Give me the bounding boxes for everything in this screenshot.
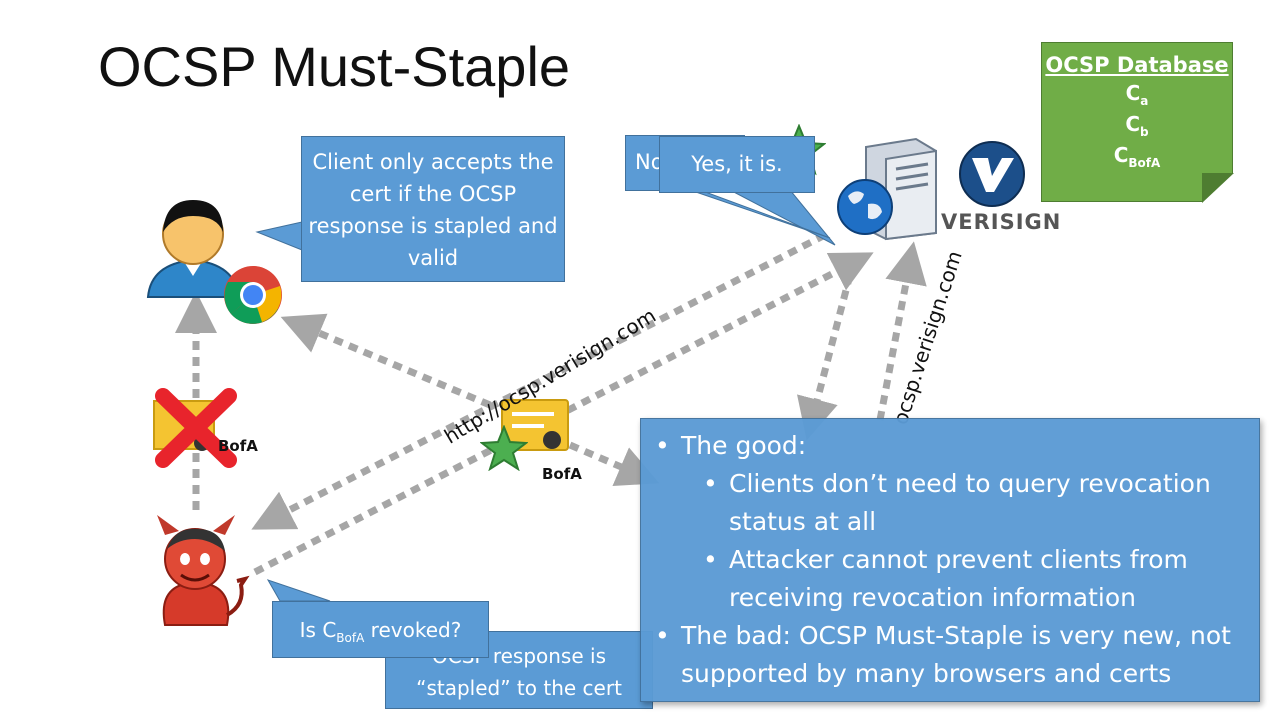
verisign-logo-icon [959, 141, 1025, 207]
client-callout: Client only accepts the cert if the OCSP… [301, 136, 565, 282]
db-item-cbofa: CBofA [1113, 143, 1161, 170]
arrow-cert-right [568, 441, 660, 487]
bofa-blocked-label: BofA [218, 437, 258, 455]
chrome-icon [224, 266, 282, 324]
ocsp-database-note: OCSP Database Ca Cb CBofA [1041, 42, 1233, 202]
arrow-cert-to-client [280, 313, 492, 409]
user-icon [146, 200, 241, 298]
red-x-icon [155, 388, 237, 468]
slide-title: OCSP Must-Staple [98, 35, 571, 98]
verisign-wordmark: VERISIGN [941, 210, 1062, 234]
revoked-callout: Is CBofA revoked? [272, 601, 489, 658]
good-bad-summary-box: The good: Clients don’t need to query re… [640, 418, 1260, 702]
arrow-up-to-server [876, 241, 927, 421]
yes-callout: Yes, it is. [659, 136, 815, 193]
bullet-good-2: Attacker cannot prevent clients from rec… [655, 541, 1249, 617]
star-icon [480, 425, 528, 471]
bofa-cert-label: BofA [542, 465, 582, 483]
certificate-icon [501, 399, 569, 451]
arrow-server-down [797, 274, 854, 441]
db-item-ca: Ca [1125, 81, 1149, 108]
globe-icon [837, 179, 893, 235]
ocsp-database-title: OCSP Database [1045, 53, 1229, 77]
db-item-cb: Cb [1125, 112, 1149, 139]
devil-icon [157, 515, 250, 626]
bullet-good-1: Clients don’t need to query revocation s… [655, 465, 1249, 541]
bullet-good-heading: The good: [655, 427, 1249, 465]
arrow-server-to-devil [251, 231, 827, 530]
bullet-bad: The bad: OCSP Must-Staple is very new, n… [655, 617, 1249, 693]
